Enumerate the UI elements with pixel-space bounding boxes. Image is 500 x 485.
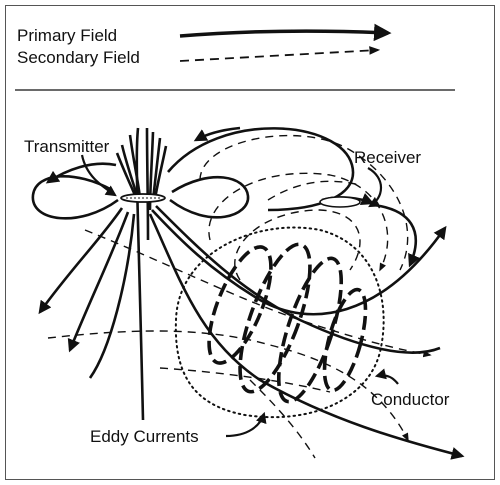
conductor-body <box>174 226 385 419</box>
legend-secondary-label: Secondary Field <box>17 48 140 67</box>
receiver-pointer <box>367 167 383 208</box>
transmitter-coil <box>120 193 166 203</box>
legend-secondary-line <box>179 46 381 62</box>
legend-primary-label: Primary Field <box>17 26 118 45</box>
transmitter-label: Transmitter <box>24 137 110 156</box>
legend-primary-line <box>179 23 392 42</box>
receiver-label: Receiver <box>354 148 421 167</box>
eddy-currents-pointer <box>225 411 267 438</box>
eddy-currents-label: Eddy Currents <box>90 427 199 446</box>
receiver-coil <box>319 196 361 208</box>
conductor-pointer <box>374 368 399 385</box>
label-pointers <box>80 154 399 438</box>
conductor-label: Conductor <box>371 390 450 409</box>
diagram-frame <box>5 5 495 480</box>
secondary-field-lines <box>47 134 432 459</box>
transmitter-pointer <box>80 154 117 197</box>
eddy-current-loops <box>207 242 368 404</box>
